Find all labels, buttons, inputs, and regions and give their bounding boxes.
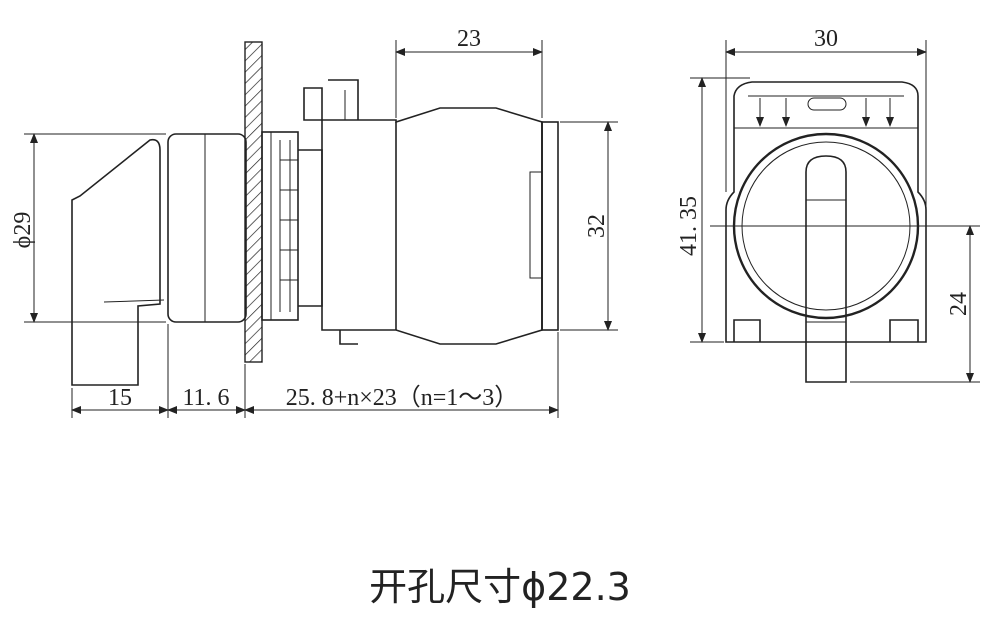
dim-23: 23	[457, 26, 481, 52]
dim-41-35: 41. 35	[676, 196, 702, 256]
dim-phi29: ϕ29	[10, 212, 36, 249]
front-dimensions: 30 41. 35 24	[676, 26, 980, 383]
side-dimensions: 23 ϕ29 32 15 11. 6 25. 8+n×23（n=1～3）	[10, 26, 618, 418]
front-view	[710, 81, 980, 383]
dim-24: 24	[946, 292, 972, 316]
side-view	[71, 41, 559, 386]
contact-block	[321, 107, 543, 345]
direction-arrows	[756, 97, 894, 127]
dim-body-length: 25. 8+n×23（n=1～3）	[286, 385, 519, 411]
dim-11-6: 11. 6	[182, 385, 229, 411]
cutout-caption: 开孔尺寸ϕ22.3	[369, 565, 631, 609]
selector-lever	[805, 155, 847, 383]
lock-nut	[261, 131, 299, 321]
dim-30: 30	[814, 26, 838, 52]
dim-32: 32	[584, 214, 610, 238]
dim-15: 15	[108, 385, 132, 411]
knob	[71, 138, 161, 386]
mounting-panel	[244, 41, 263, 363]
bezel	[167, 133, 247, 323]
